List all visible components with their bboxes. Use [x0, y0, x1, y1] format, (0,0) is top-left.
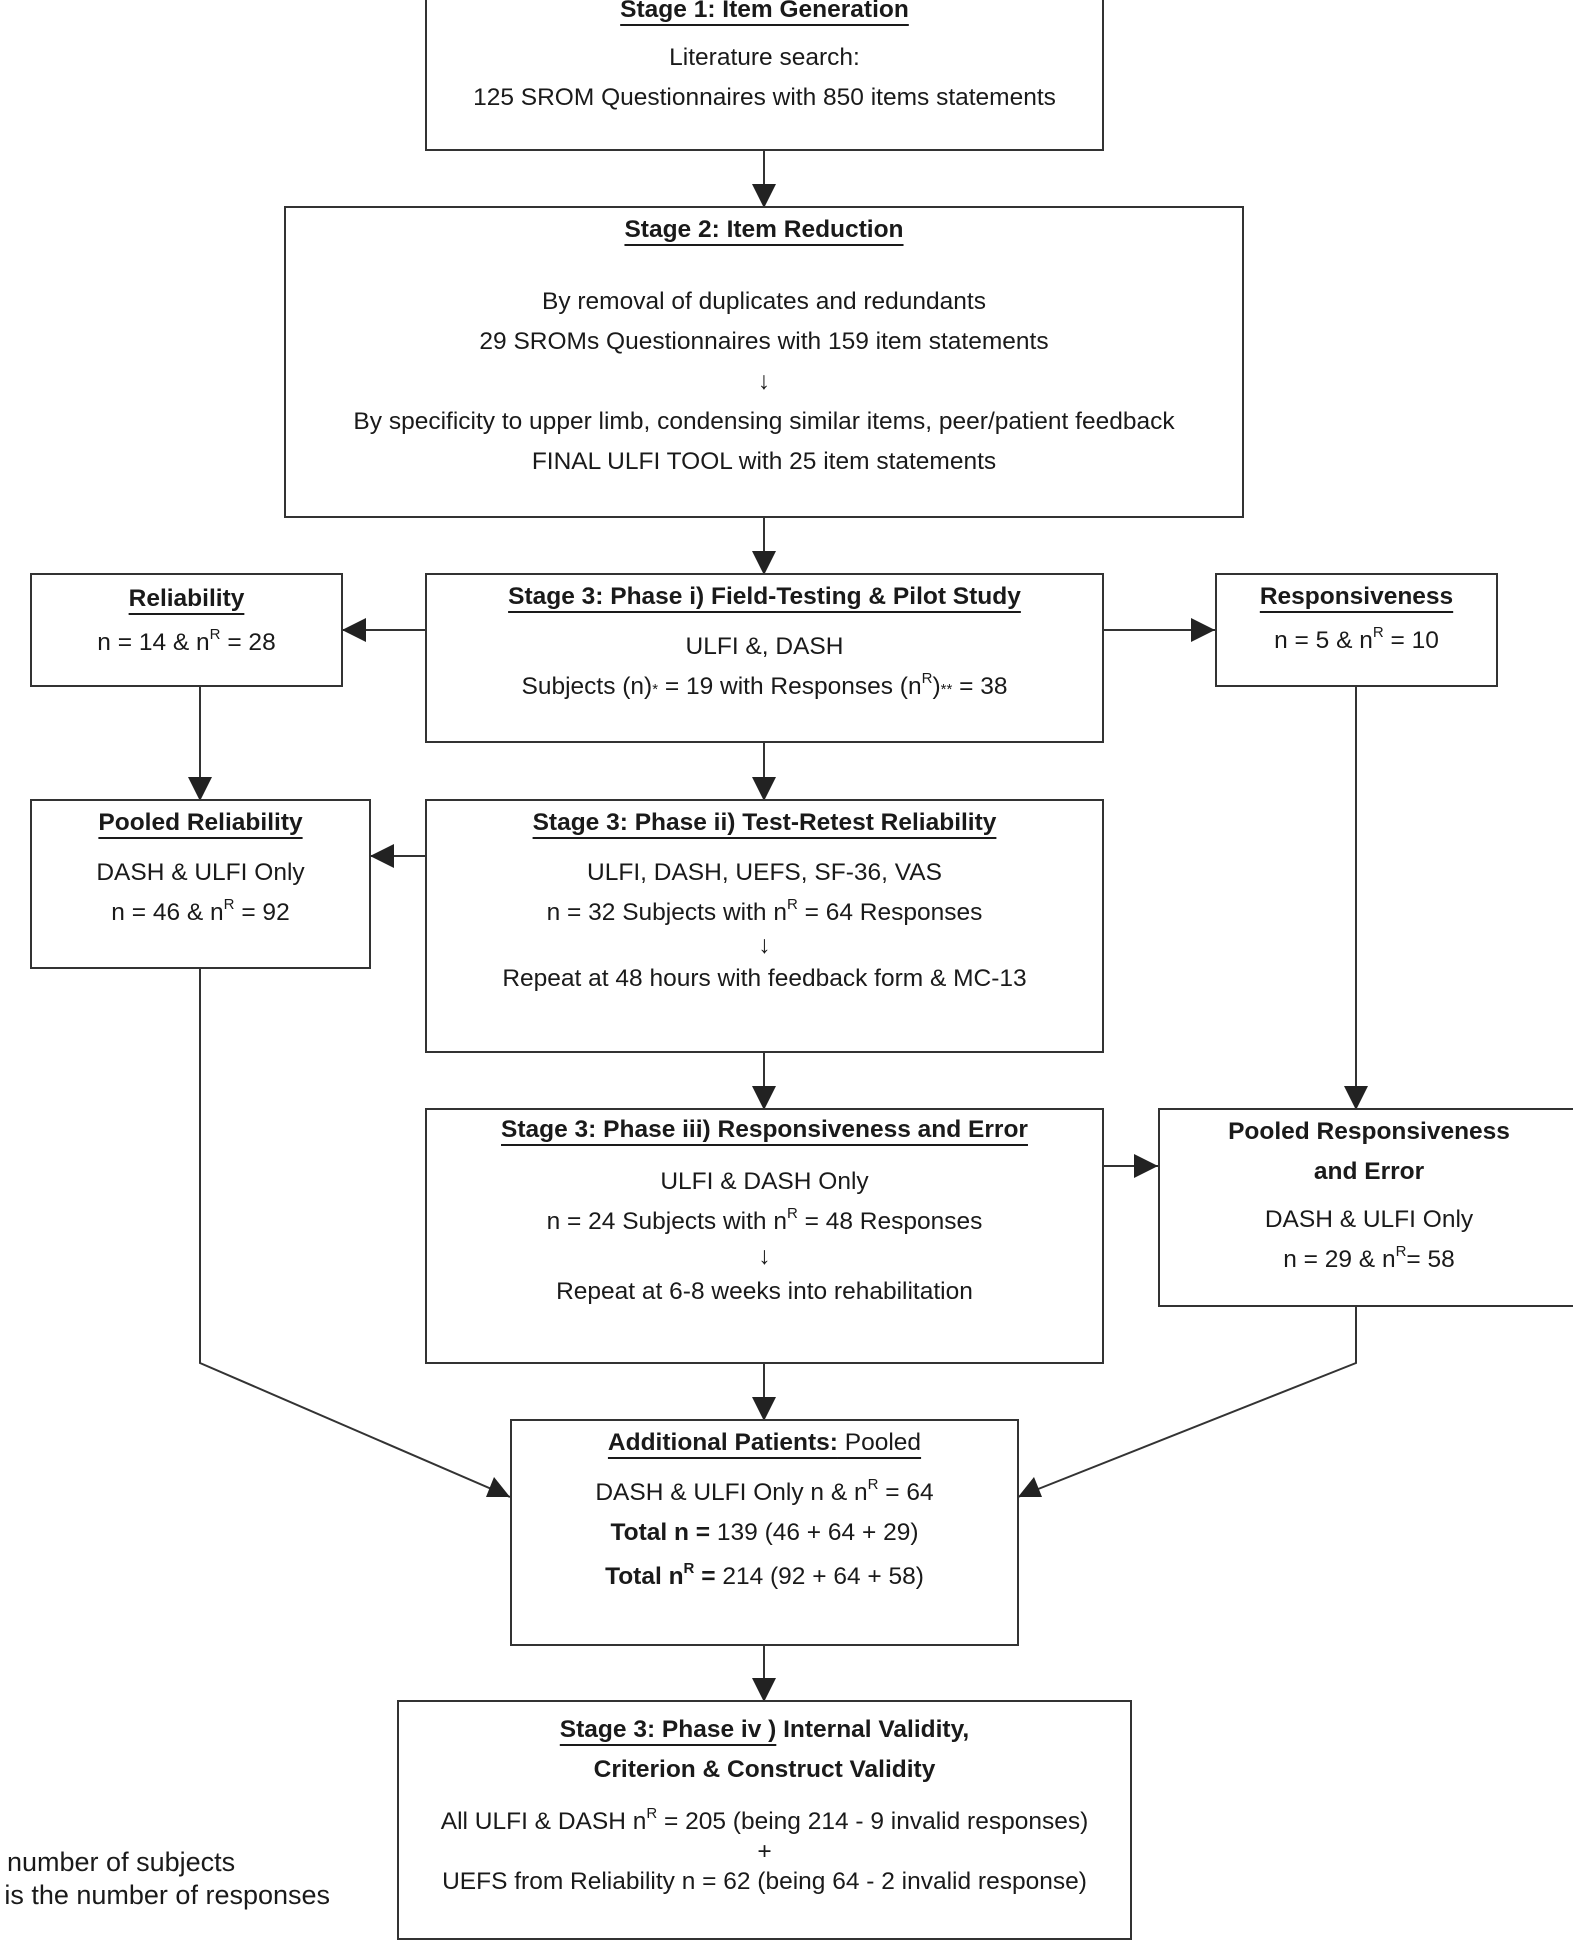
responsiveness-n: n = 5 & nR = 10 [1274, 623, 1439, 654]
pooled-reliability-box: Pooled Reliability DASH & ULFI Only n = … [30, 799, 371, 969]
phase4-box: Stage 3: Phase iv ) Internal Validity, C… [397, 1700, 1132, 1940]
pooled-responsiveness-title2: and Error [1313, 1158, 1425, 1185]
phase3-arrow: ↓ [758, 1243, 771, 1270]
phase2-box: Stage 3: Phase ii) Test-Retest Reliabili… [425, 799, 1104, 1053]
phase3-line1: ULFI & DASH Only [660, 1168, 869, 1195]
arrowhead-additional-right [1018, 1477, 1042, 1497]
phase1-line1: ULFI &, DASH [685, 633, 844, 660]
stage2-line3: By specificity to upper limb, condensing… [353, 408, 1175, 435]
phase2-title: Stage 3: Phase ii) Test-Retest Reliabili… [532, 809, 997, 836]
arrowhead-pooled-reliability-top [188, 777, 212, 801]
stage2-title: Stage 2: Item Reduction [624, 216, 904, 243]
arrowhead-pooled-reliability-side [370, 844, 394, 868]
pooled-responsiveness-title1: Pooled Responsiveness [1228, 1118, 1510, 1145]
responsiveness-title: Responsiveness [1259, 583, 1454, 610]
stage2-line4: FINAL ULFI TOOL with 25 item statements [531, 448, 997, 475]
pooled-reliability-line1: DASH & ULFI Only [96, 859, 305, 886]
stage2-arrow: ↓ [757, 368, 771, 395]
stage2-line1: By removal of duplicates and redundants [542, 288, 986, 315]
arrowhead-phase2-top [752, 777, 776, 801]
stage1-line1: Literature search: [669, 44, 860, 71]
additional-line1: DASH & ULFI Only n & nR = 64 [595, 1475, 934, 1506]
pooled-reliability-n: n = 46 & nR = 92 [111, 895, 290, 926]
phase1-line2: Subjects (n)* = 19 with Responses (nR)**… [521, 669, 1008, 700]
pooled-responsiveness-n: n = 29 & nR= 58 [1283, 1242, 1455, 1273]
arrowhead-pooled-responsiveness-side [1134, 1154, 1158, 1178]
stage2-box: Stage 2: Item Reduction By removal of du… [284, 206, 1244, 518]
reliability-box: Reliability n = 14 & nR = 28 [30, 573, 343, 687]
pooled-reliability-title: Pooled Reliability [98, 809, 303, 836]
stage1-box: Stage 1: Item Generation Literature sear… [425, 0, 1104, 151]
phase2-arrow: ↓ [758, 932, 771, 959]
phase1-box: Stage 3: Phase i) Field-Testing & Pilot … [425, 573, 1104, 743]
phase1-title: Stage 3: Phase i) Field-Testing & Pilot … [508, 583, 1021, 610]
phase4-plus: + [757, 1838, 772, 1865]
phase2-line2: n = 32 Subjects with nR = 64 Responses [546, 895, 983, 926]
arrowhead-pooled-responsiveness-top [1344, 1086, 1368, 1110]
phase4-title2: Criterion & Construct Validity [593, 1756, 936, 1783]
phase2-line1: ULFI, DASH, UEFS, SF-36, VAS [587, 859, 942, 886]
additional-total-n: Total n = 139 (46 + 64 + 29) [610, 1519, 919, 1546]
arrowhead-phase1-top [752, 551, 776, 575]
reliability-n: n = 14 & nR = 28 [97, 625, 276, 656]
stage1-title: Stage 1: Item Generation [620, 0, 909, 23]
footnote-responses: R is the number of responses [0, 1880, 331, 1910]
phase4-title1: Stage 3: Phase iv ) Internal Validity, [559, 1716, 970, 1743]
arrowhead-phase4-top [752, 1678, 776, 1702]
pooled-responsiveness-line1: DASH & ULFI Only [1264, 1206, 1474, 1233]
arrowhead-phase3-top [752, 1086, 776, 1110]
phase2-line3: Repeat at 48 hours with feedback form & … [502, 965, 1027, 992]
additional-title: Additional Patients: Pooled [607, 1429, 922, 1456]
arrowhead-stage2 [752, 184, 776, 208]
phase3-box: Stage 3: Phase iii) Responsiveness and E… [425, 1108, 1104, 1364]
footnote-subjects: s number of subjects [0, 1847, 236, 1877]
stage1-line2: 125 SROM Questionnaires with 850 items s… [473, 84, 1056, 111]
additional-total-nr: Total nR = 214 (92 + 64 + 58) [605, 1559, 924, 1590]
pooled-responsiveness-box: Pooled Responsiveness and Error DASH & U… [1158, 1108, 1573, 1307]
additional-box: Additional Patients: Pooled DASH & ULFI … [510, 1419, 1019, 1646]
arrow-pooled-reliability-to-additional [199, 968, 511, 1498]
arrowhead-reliability [342, 618, 366, 642]
reliability-title: Reliability [128, 585, 245, 612]
phase4-line1: All ULFI & DASH nR = 205 (being 214 - 9 … [440, 1804, 1089, 1835]
phase3-title: Stage 3: Phase iii) Responsiveness and E… [501, 1116, 1028, 1143]
stage2-line2: 29 SROMs Questionnaires with 159 item st… [479, 328, 1049, 355]
phase4-line2: UEFS from Reliability n = 62 (being 64 -… [442, 1868, 1087, 1895]
phase3-line2: n = 24 Subjects with nR = 48 Responses [546, 1204, 983, 1235]
arrowhead-additional-left [486, 1477, 510, 1497]
arrow-pooled-responsiveness-to-additional [1017, 1306, 1357, 1498]
arrowhead-responsiveness [1191, 618, 1215, 642]
arrowhead-additional-top [752, 1397, 776, 1421]
responsiveness-box: Responsiveness n = 5 & nR = 10 [1215, 573, 1498, 687]
phase3-line3: Repeat at 6-8 weeks into rehabilitation [556, 1278, 973, 1305]
